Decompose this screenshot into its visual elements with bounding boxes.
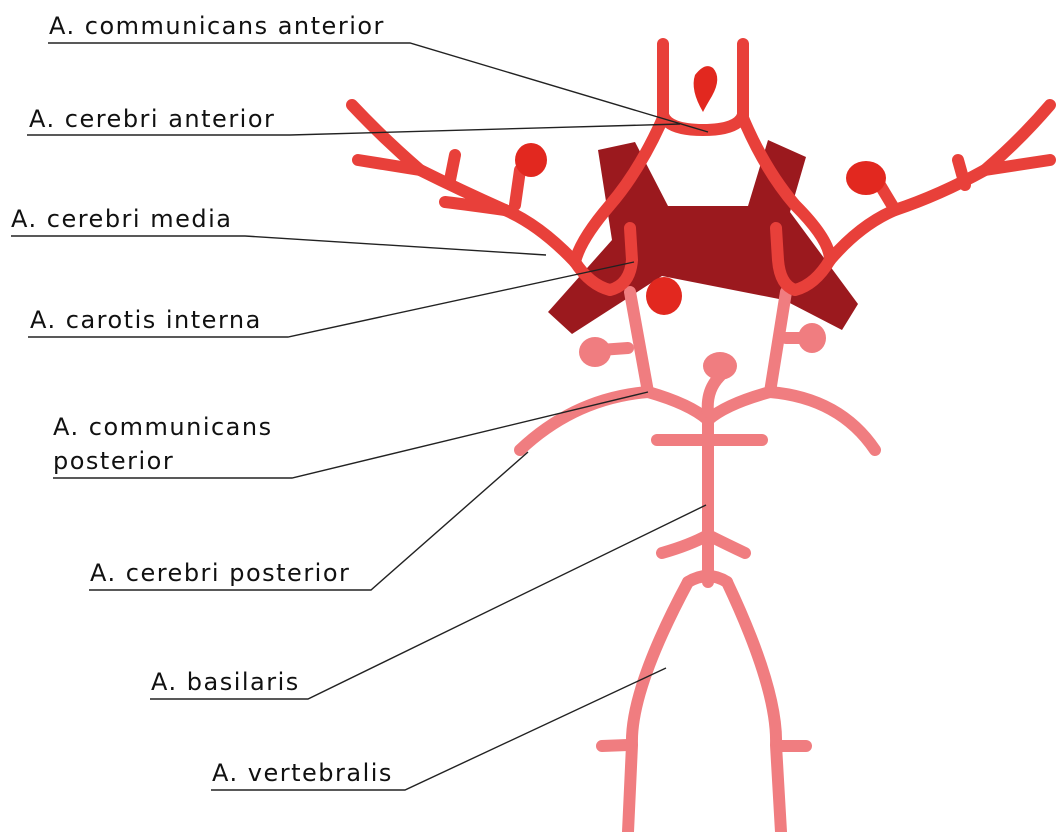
leader-cerebri-media [11,236,546,255]
label-communicans-posterior-line1: A. communicans [53,413,273,441]
label-communicans-posterior-line2: posterior [53,447,174,475]
label-carotis-interna: A. carotis interna [30,306,262,334]
optic-chiasm [548,140,858,334]
label-cerebri-media: A. cerebri media [11,205,232,233]
label-cerebri-anterior: A. cerebri anterior [29,105,275,133]
posterior-circulation [520,292,875,832]
label-cerebri-posterior: A. cerebri posterior [90,559,350,587]
label-communicans-anterior: A. communicans anterior [49,12,385,40]
label-vertebralis: A. vertebralis [212,759,393,787]
label-basilaris: A. basilaris [151,668,300,696]
